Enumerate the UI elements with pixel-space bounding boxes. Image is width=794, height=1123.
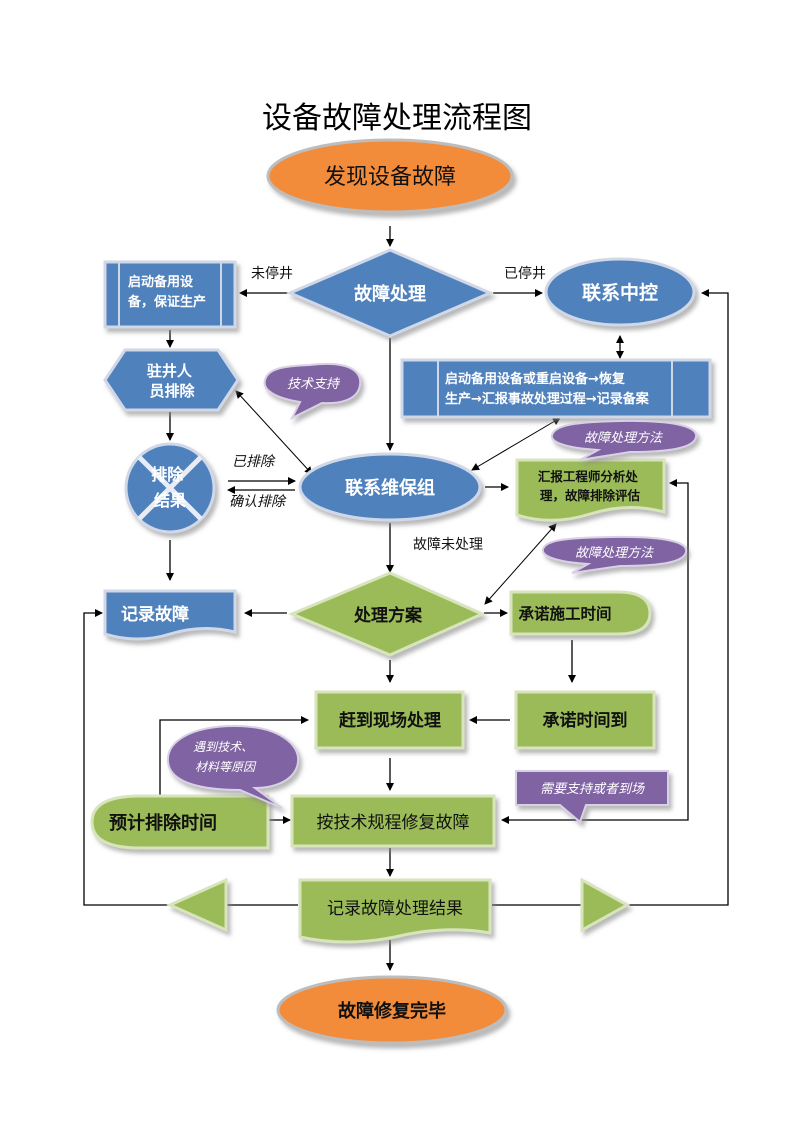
node-decision: 故障处理: [286, 248, 494, 338]
callout-method2: 故障处理方法: [541, 535, 688, 574]
left-triangle-arrow: [166, 877, 228, 933]
node-record-fault: 记录故障: [103, 589, 237, 641]
arrow-estimate-site: [159, 716, 309, 795]
edge-label-not-handled: 故障未处理: [413, 537, 483, 553]
node-plan: 处理方案: [288, 571, 486, 657]
node-central-control: 联系中控: [544, 257, 696, 327]
node-end: 故障修复完毕: [276, 975, 508, 1045]
node-restart-record: 启动备用设备或重启设备→恢复 生产→汇报事故处理过程→记录备案: [400, 358, 712, 419]
node-decision-label: 故障处理: [354, 283, 426, 305]
node-result-label: 排除 结果: [151, 465, 189, 510]
arrow-method1: [471, 417, 561, 471]
callout-materials-label: 遇到技术、 材料等原因: [193, 740, 257, 774]
node-time-due-label: 承诺时间到: [543, 710, 628, 731]
node-estimate-time-label: 预计排除时间: [109, 812, 217, 834]
node-central-control-label: 联系中控: [582, 281, 658, 304]
node-backup-start-label: 启动备用设 备，保证生产: [127, 274, 206, 310]
node-repair-label: 按技术规程修复故障: [317, 813, 470, 833]
callout-method1: 故障处理方法: [550, 419, 698, 461]
edge-label-eliminated: 已排除: [232, 454, 276, 470]
node-maintenance-team: 联系维保组: [298, 452, 482, 522]
node-go-site-label: 赶到现场处理: [338, 710, 441, 731]
node-onsite-troubleshoot-label: 驻井人 员排除: [147, 362, 197, 400]
node-repair: 按技术规程修复故障: [290, 794, 496, 848]
callout-need-support: 需要支持或者到场: [515, 770, 669, 824]
page-title: 设备故障处理流程图: [262, 101, 532, 136]
edge-label-not-stopped: 未停井: [251, 265, 293, 282]
node-estimate-time: 预计排除时间: [90, 794, 270, 850]
node-onsite-troubleshoot: 驻井人 员排除: [103, 348, 240, 412]
node-engineer-report: 汇报工程师分析处 理，故障排除评估: [515, 458, 666, 522]
node-start: 发现设备故障: [266, 138, 514, 214]
node-result: 排除 结果: [124, 442, 216, 534]
node-record-result: 记录故障处理结果: [298, 878, 492, 944]
node-engineer-report-label: 汇报工程师分析处 理，故障排除评估: [538, 469, 642, 503]
right-triangle-arrow: [580, 877, 631, 933]
callout-tech-support: 技术支持: [263, 362, 362, 421]
node-promise-time-label: 承诺施工时间: [518, 604, 611, 623]
node-start-label: 发现设备故障: [324, 165, 456, 190]
node-restart-record-label: 启动备用设备或重启设备→恢复 生产→汇报事故处理过程→记录备案: [445, 371, 650, 407]
node-backup-start: 启动备用设 备，保证生产: [103, 260, 237, 329]
callout-tech-support-label: 技术支持: [287, 377, 341, 392]
node-end-label: 故障修复完毕: [338, 1000, 446, 1022]
callout-materials: 遇到技术、 材料等原因: [166, 724, 300, 809]
arrow-tech-support: [235, 390, 313, 475]
node-promise-time: 承诺施工时间: [509, 590, 652, 636]
edge-label-confirm: 确认排除: [229, 494, 287, 510]
node-record-fault-label: 记录故障: [121, 604, 189, 625]
callout-method2-label: 故障处理方法: [575, 546, 654, 561]
node-maintenance-team-label: 联系维保组: [345, 477, 435, 499]
edge-label-stopped: 已停井: [504, 265, 546, 282]
node-plan-label: 处理方案: [353, 605, 423, 626]
callout-method1-label: 故障处理方法: [584, 431, 663, 446]
node-record-result-label: 记录故障处理结果: [327, 899, 463, 919]
callout-need-support-label: 需要支持或者到场: [540, 782, 645, 797]
node-go-site: 赶到现场处理: [314, 690, 465, 750]
node-time-due: 承诺时间到: [514, 690, 656, 750]
arrow-repair-engineer: [501, 479, 689, 824]
